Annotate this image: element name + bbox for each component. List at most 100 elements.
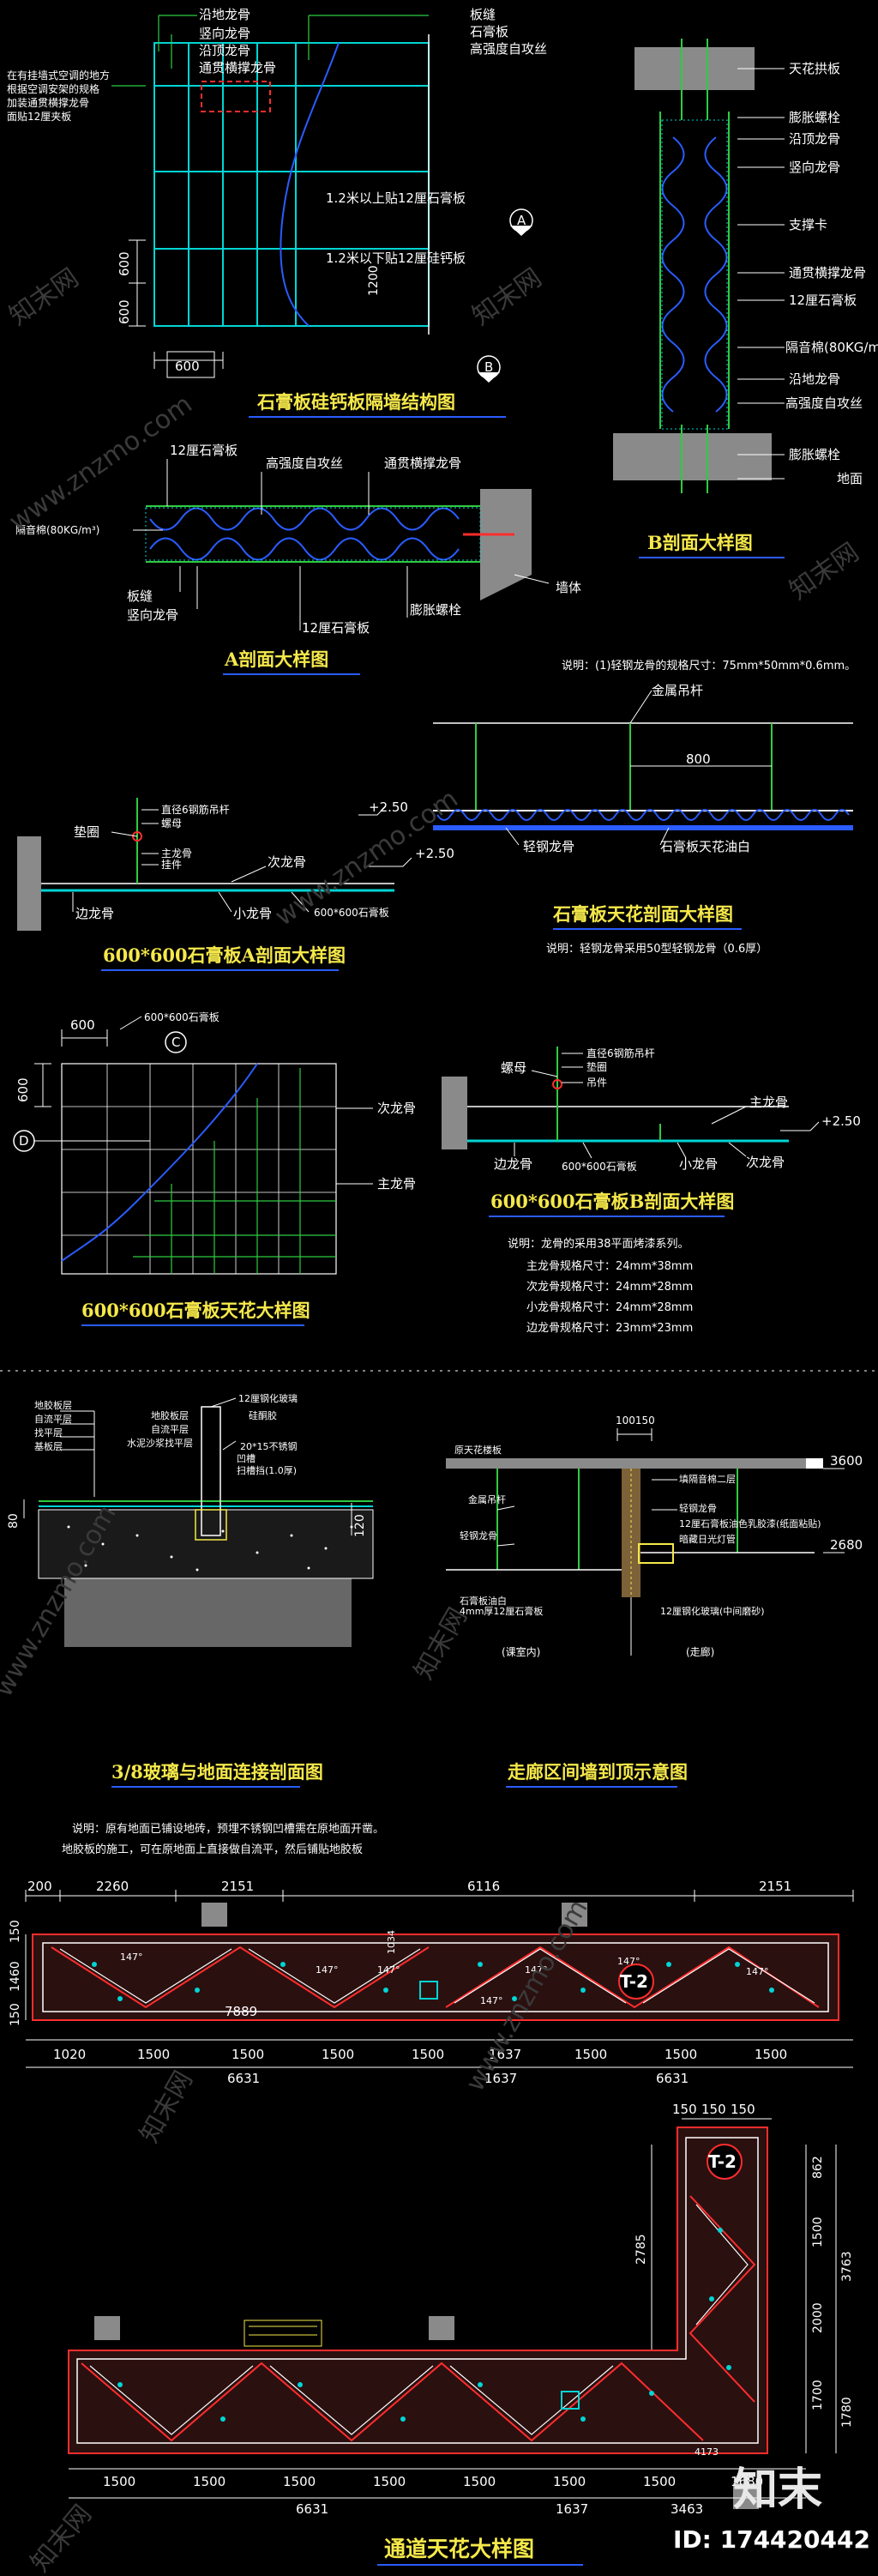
plan600-label-1: 主龙骨 bbox=[377, 1176, 416, 1191]
glass-left-0: 地胶板层 bbox=[34, 1399, 72, 1411]
plan1-bottom2-0: 6631 bbox=[227, 2071, 260, 2086]
seca-label-8: 墙体 bbox=[556, 580, 581, 595]
plan1-mid-5: 147° bbox=[525, 1964, 548, 1976]
corr-room: (课室内) bbox=[502, 1645, 540, 1658]
plan2-bottom2-2: 3463 bbox=[671, 2501, 703, 2517]
sec1-label-2: 沿顶龙骨 bbox=[199, 43, 250, 58]
corr-label-1: 金属吊杆 bbox=[468, 1493, 506, 1505]
sec1-label-1: 竖向龙骨 bbox=[199, 26, 250, 41]
plan1-mid-4: 1034 bbox=[386, 1930, 397, 1954]
secb-label-8: 沿地龙骨 bbox=[789, 371, 840, 387]
plan1-mid-3: 147° bbox=[480, 1995, 503, 2006]
secb-label-9: 高强度自攻丝 bbox=[785, 395, 863, 411]
ceilb-label-0: 螺母 bbox=[501, 1060, 526, 1076]
ceilb-label-3: 吊件 bbox=[586, 1077, 607, 1089]
glass-right-0: 12厘钢化玻璃 bbox=[238, 1392, 298, 1404]
corridor-ceiling-plan-2: 150 150 150 862 1500 3763 2000 1700 1780… bbox=[68, 2102, 854, 2517]
note-mid-1: 地胶板的施工，可在原地面上直接做自流平，然后铺贴地胶板 bbox=[62, 1843, 363, 1856]
plan2-bottom-0: 1500 bbox=[103, 2474, 135, 2489]
glass-right-2: 地胶板层 bbox=[151, 1409, 189, 1421]
plan1-bottom-0: 1020 bbox=[53, 2047, 86, 2062]
seca-label-1: 高强度自攻丝 bbox=[266, 455, 343, 471]
ceilb-label-5: 边龙骨 bbox=[494, 1156, 532, 1172]
ceila-label-3: 主龙骨 bbox=[161, 848, 192, 860]
plan600-title: 600*600石膏板天花大样图 bbox=[81, 1300, 310, 1321]
glass-v80: 80 bbox=[7, 1513, 21, 1529]
glass-right-4: 水泥沙浆找平层 bbox=[127, 1437, 193, 1449]
corr-label-5: 填隔音棉二层 bbox=[679, 1473, 736, 1485]
plan2-top-2: 150 bbox=[731, 2102, 755, 2117]
glass-right-6: 凹槽 bbox=[237, 1453, 256, 1464]
plan1-bottom-2: 1500 bbox=[232, 2047, 264, 2062]
corr-lev-1: 3600 bbox=[830, 1453, 863, 1469]
seca-title: A剖面大样图 bbox=[224, 649, 328, 670]
sec1-left-note-2: 加装通贯横撑龙骨 bbox=[7, 96, 89, 109]
watermark-7: 知末网 bbox=[135, 2066, 199, 2148]
plan2-bottom-2: 1500 bbox=[283, 2474, 316, 2489]
ceilb-label-4: 主龙骨 bbox=[749, 1095, 788, 1110]
plan1-mid-1: 147° bbox=[316, 1964, 339, 1976]
glass-right-3: 自流平层 bbox=[151, 1423, 189, 1435]
seca-label-4: 板缝 bbox=[127, 588, 153, 604]
plan2-bottom-1: 1500 bbox=[193, 2474, 226, 2489]
ceila-label-5: 次龙骨 bbox=[268, 854, 306, 870]
ceil-label-2: 石膏板天花油白 bbox=[660, 839, 750, 854]
secb-label-3: 竖向龙骨 bbox=[789, 160, 840, 175]
secb-label-5: 通贯横撑龙骨 bbox=[789, 265, 866, 281]
plan2-right-0: 862 bbox=[811, 2156, 825, 2179]
glass-title: 3/8玻璃与地面连接剖面图 bbox=[111, 1761, 323, 1783]
glass-left-3: 基板层 bbox=[34, 1440, 63, 1452]
corr-label-4: 4mm厚12厘石膏板 bbox=[460, 1605, 543, 1617]
plan1-left-1: 1460 bbox=[9, 1961, 22, 1992]
watermark-3: 知末网 bbox=[785, 537, 865, 606]
plan600-label-0: 次龙骨 bbox=[377, 1101, 416, 1116]
plan1-top-4: 2151 bbox=[759, 1879, 791, 1894]
plan2-bottom2-1: 1637 bbox=[556, 2501, 588, 2517]
corr-label-9: 12厘钢化玻璃(中间磨砂) bbox=[660, 1605, 765, 1617]
plan2-top-1: 150 bbox=[701, 2102, 726, 2117]
plan2-right-2: 3763 bbox=[840, 2251, 854, 2282]
ceiling-a-section: 垫圈 直径6钢筋吊杆 螺母 主龙骨 挂件 次龙骨 边龙骨 小龙骨 600*600… bbox=[17, 798, 454, 971]
plan2-right-3: 2000 bbox=[811, 2302, 825, 2333]
corr-hall: (走廊) bbox=[686, 1645, 714, 1658]
plan600-d600: 600 bbox=[70, 1017, 95, 1033]
corr-lev-2: 2680 bbox=[830, 1537, 863, 1553]
corr-title: 走廊区间墙到顶示意图 bbox=[508, 1761, 688, 1783]
secb-label-11: 地面 bbox=[837, 471, 863, 486]
seca-label-3: 隔音棉(80KG/m³) bbox=[15, 523, 99, 536]
secb-label-1: 膨胀螺栓 bbox=[789, 110, 840, 125]
glass-left-1: 自流平层 bbox=[34, 1413, 72, 1425]
plan2-bottom-7: 1680 bbox=[731, 2474, 763, 2489]
plan1-bottom2-2: 6631 bbox=[656, 2071, 689, 2086]
plan2-small-0: 4173 bbox=[695, 2446, 719, 2458]
ceilb-lev: +2.50 bbox=[821, 1113, 861, 1129]
corr-label-7: 12厘石膏板油色乳胶漆(纸面粘贴) bbox=[679, 1517, 821, 1529]
plan1-top-0: 200 bbox=[27, 1879, 52, 1894]
glass-right-5: 20*15不锈钢 bbox=[240, 1441, 298, 1452]
note-mid-0: 说明：原有地面已铺设地砖，预埋不锈钢凹槽需在原地面开凿。 bbox=[72, 1823, 384, 1836]
plan1-bottom-7: 1500 bbox=[665, 2047, 697, 2062]
sec1-lower-note: 1.2米以下贴12厘硅钙板 bbox=[326, 250, 466, 266]
ceil-note: 说明：(1)轻钢龙骨的规格尺寸：75mm*50mm*0.6mm。 bbox=[562, 659, 856, 673]
plan1-bottom-3: 1500 bbox=[322, 2047, 354, 2062]
ceil-note2: 说明：轻钢龙骨采用50型轻钢龙骨（0.6厚） bbox=[546, 943, 767, 956]
plan600-v600: 600 bbox=[15, 1077, 31, 1102]
sec1-mark-b: B bbox=[484, 359, 493, 375]
ceiling-b-section: 螺母 直径6钢筋吊杆 垫圈 吊件 主龙骨 边龙骨 600*600石膏板 小龙骨 … bbox=[442, 1047, 861, 1335]
secb-label-0: 天花拱板 bbox=[789, 61, 840, 76]
seca-label-2: 通贯横撑龙骨 bbox=[384, 455, 461, 471]
plan2-right-1: 1500 bbox=[811, 2217, 825, 2247]
plan2-top-0: 150 bbox=[672, 2102, 697, 2117]
ceila-label-0: 垫圈 bbox=[74, 824, 99, 840]
glass-right-1: 硅酮胶 bbox=[249, 1409, 277, 1421]
watermark-0: 知末网 bbox=[4, 262, 85, 331]
plan1-mid-0: 147° bbox=[120, 1952, 143, 1963]
plan1-bottom-5: 1637 bbox=[489, 2047, 521, 2062]
sec1-left-note-3: 面贴12厘夹板 bbox=[7, 111, 71, 123]
sec1-label-3: 通贯横撑龙骨 bbox=[199, 60, 276, 75]
seca-label-7: 膨胀螺栓 bbox=[410, 602, 461, 618]
plan1-top-2: 2151 bbox=[221, 1879, 254, 1894]
ceilb-note: 说明：龙骨的采用38平面烤漆系列。 bbox=[508, 1237, 689, 1251]
watermark-1: 知末网 bbox=[467, 262, 548, 331]
